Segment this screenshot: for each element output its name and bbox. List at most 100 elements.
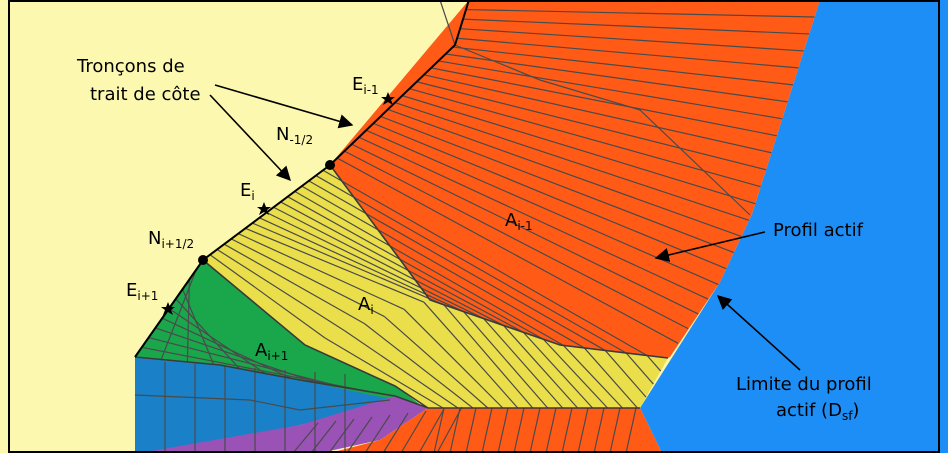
sea-area <box>640 0 948 453</box>
mesh-line-a-i <box>280 201 524 333</box>
mesh-line-a-i <box>324 337 444 409</box>
label-e-im1: Ei-1 <box>352 74 379 97</box>
mesh-line-orange-bottom <box>433 407 445 454</box>
mesh-line-a-i <box>209 254 326 339</box>
mesh-line-a-i <box>522 331 594 409</box>
mesh-line-a-i <box>583 347 638 409</box>
mesh-line-a-im1 <box>344 150 689 330</box>
mesh-line-a-i <box>625 352 654 385</box>
mesh-line-a-i <box>503 325 579 409</box>
mesh-line-purple <box>436 406 463 454</box>
mesh-grid-lines <box>134 0 815 454</box>
mesh-line-a-i <box>216 248 345 332</box>
mesh-line-a-i <box>287 196 544 340</box>
cell-a-i <box>203 165 668 408</box>
mesh-line-orange-bottom <box>545 407 557 454</box>
mesh-line-a-i <box>273 206 504 326</box>
label-n-m12: N-1/2 <box>276 124 313 147</box>
boundary-bottom <box>134 356 640 409</box>
mesh-line-orange-bottom <box>465 407 477 454</box>
mesh-line-a-i <box>463 311 549 409</box>
mesh-line-orange-bottom <box>593 407 605 454</box>
label-a-ip1: Ai+1 <box>255 340 288 363</box>
mesh-line-a-ip1 <box>186 279 190 362</box>
label-a-im1: Ai-1 <box>505 210 533 233</box>
mesh-line-a-im1 <box>409 88 761 188</box>
cell-orange-bottom <box>330 408 662 453</box>
star-icon <box>161 302 175 315</box>
mesh-line-a-im1 <box>380 115 735 254</box>
mesh-line-a-i <box>322 169 648 357</box>
troncons-label-line1: Tronçons de <box>76 56 185 77</box>
coast-points <box>161 92 395 315</box>
mesh-line-a-i <box>315 175 627 354</box>
mesh-curve-blue <box>134 394 391 411</box>
arrow-profil-actif <box>654 231 766 262</box>
mesh-line-a-i <box>308 180 606 351</box>
mesh-line-a-im1 <box>431 67 777 137</box>
mesh-line-orange-bottom <box>529 407 541 454</box>
mesh-line-a-i <box>238 233 405 310</box>
mesh-line-orange-bottom <box>625 407 637 454</box>
limite-label-line1: Limite du profil <box>736 374 872 395</box>
mesh-line-a-i <box>301 185 585 349</box>
mesh-line-a-i <box>542 338 608 409</box>
mesh-line-a-i <box>230 238 385 317</box>
mesh-line-purple <box>418 408 445 454</box>
troncons-label-line2: trait de côte <box>90 84 201 105</box>
annotation-arrows <box>209 84 801 371</box>
mesh-line-orange-bottom <box>561 407 573 454</box>
mesh-line-purple <box>400 410 427 454</box>
mesh-line-purple <box>310 420 337 454</box>
arrow-troncons-lower <box>209 94 291 182</box>
mesh-line-a-im1 <box>387 108 742 237</box>
mesh-line-a-im1 <box>351 143 699 315</box>
mesh-line-a-im1 <box>466 8 815 18</box>
mesh-line-orange-bottom <box>481 407 493 454</box>
mesh-line-orange-bottom <box>513 407 525 454</box>
mesh-line-a-ip1 <box>148 337 344 388</box>
profil-actif-label: Profil actif <box>773 220 864 241</box>
mesh-line-a-im1 <box>438 60 783 120</box>
mesh-line-a-ip1 <box>175 298 240 370</box>
limite-label-line2: actif (Dsf) <box>776 400 859 423</box>
mesh-line-a-ip1 <box>161 317 292 379</box>
mesh-line-purple <box>292 422 319 454</box>
mesh-line-a-i <box>364 323 474 409</box>
mesh-line-orange-bottom <box>577 407 589 454</box>
mesh-line-a-ip1 <box>182 288 215 365</box>
mesh-line-a-im1 <box>445 53 788 103</box>
mesh-line-a-i <box>604 350 647 398</box>
mesh-line-purple <box>382 412 409 454</box>
mesh-line-a-ip1 <box>160 269 197 360</box>
mesh-line-a-i <box>403 308 504 409</box>
mesh-line-a-im1 <box>416 81 767 171</box>
mesh-curve-a-im1 <box>454 44 751 216</box>
arrow-troncons-upper <box>214 84 354 129</box>
label-e-ip1: Ei+1 <box>126 280 158 303</box>
star-icon <box>381 92 395 105</box>
node-dot-icon <box>325 160 335 170</box>
cell-blue <box>135 357 395 453</box>
mesh-line-a-i <box>423 301 519 409</box>
mesh-line-a-i <box>383 316 489 409</box>
mesh-line-a-ip1 <box>155 327 318 384</box>
mesh-line-purple <box>328 418 355 454</box>
mesh-line-orange-bottom <box>609 407 621 454</box>
mesh-line-a-im1 <box>423 74 772 154</box>
mesh-line-orange-bottom <box>497 407 509 454</box>
mesh-line-a-im1 <box>394 101 750 221</box>
mesh-line-purple <box>346 416 373 454</box>
mesh-curve-a-im1 <box>439 0 456 46</box>
mesh-line-a-i <box>266 211 484 320</box>
mesh-line-a-i <box>294 190 564 346</box>
mesh-line-a-im1 <box>463 18 810 35</box>
node-dot-icon <box>198 255 208 265</box>
mesh-line-a-im1 <box>336 157 679 344</box>
label-a-i: Ai <box>358 294 374 317</box>
boundary-a-i-a-ip1 <box>202 259 429 409</box>
mesh-line-a-im1 <box>373 122 727 270</box>
mesh-line-a-im1 <box>452 46 794 86</box>
